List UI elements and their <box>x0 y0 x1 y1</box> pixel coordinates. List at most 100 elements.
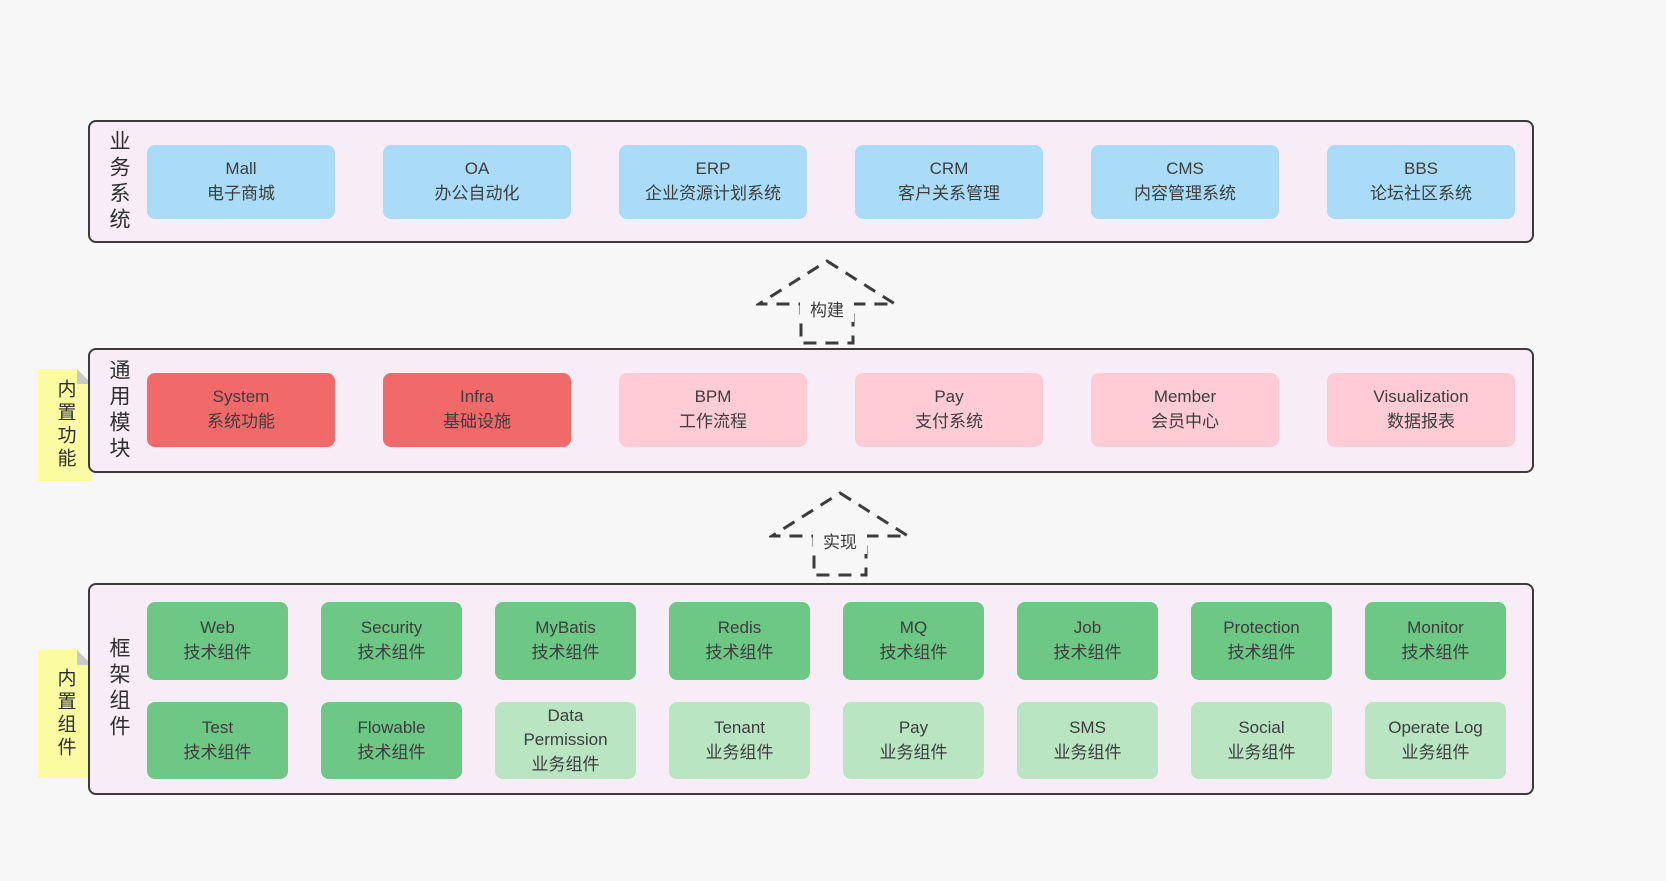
box-pay-component: Pay 业务组件 <box>843 702 984 779</box>
box-subtitle: 技术组件 <box>1401 643 1470 662</box>
implement-arrow: 实现 <box>769 491 911 577</box>
band-label-common-modules: 通用模块 <box>107 358 130 463</box>
box-title: ERP <box>695 159 731 179</box>
box-title: CMS <box>1166 159 1204 179</box>
box-title: Infra <box>459 387 495 407</box>
box-sms: SMS 业务组件 <box>1017 702 1158 779</box>
band-common-modules: 通用模块 System 系统功能 Infra 基础设施 BPM 工作流程 Pay… <box>88 348 1534 473</box>
box-subtitle: 客户关系管理 <box>898 184 1000 203</box>
box-title: Redis <box>717 618 762 638</box>
box-title: System <box>212 387 270 407</box>
box-visualization: Visualization 数据报表 <box>1327 373 1515 447</box>
box-operate-log: Operate Log 业务组件 <box>1365 702 1506 779</box>
box-title: Flowable <box>357 717 426 737</box>
box-title: Data Permission <box>523 705 608 750</box>
box-subtitle: 办公自动化 <box>434 184 520 203</box>
box-title: Operate Log <box>1388 717 1483 737</box>
box-job: Job 技术组件 <box>1017 602 1158 680</box>
sticky-note-builtin-features: 内置功能 <box>38 369 92 481</box>
box-crm: CRM 客户关系管理 <box>855 145 1043 219</box>
box-subtitle: 技术组件 <box>183 742 252 762</box>
box-protection: Protection 技术组件 <box>1191 602 1332 680</box>
box-infra: Infra 基础设施 <box>383 373 571 447</box>
box-subtitle: 技术组件 <box>1053 643 1122 662</box>
box-subtitle: 技术组件 <box>357 643 426 662</box>
sticky-note-label: 内置功能 <box>54 379 76 471</box>
box-title: Social <box>1238 717 1285 737</box>
sticky-note-label: 内置组件 <box>54 668 76 760</box>
box-subtitle: 企业资源计划系统 <box>645 184 781 203</box>
box-pay-module: Pay 支付系统 <box>855 373 1043 447</box>
box-title: Protection <box>1223 618 1300 638</box>
box-title: Job <box>1073 618 1102 638</box>
box-title: MQ <box>899 618 928 638</box>
box-flowable: Flowable 技术组件 <box>321 702 462 779</box>
box-title: Tenant <box>713 717 766 737</box>
box-title: Test <box>201 717 234 737</box>
box-subtitle: 技术组件 <box>357 742 426 762</box>
box-title: CRM <box>929 159 969 179</box>
box-erp: ERP 企业资源计划系统 <box>619 145 807 219</box>
box-tenant: Tenant 业务组件 <box>669 702 810 779</box>
box-title: Pay <box>934 387 964 407</box>
box-subtitle: 支付系统 <box>915 412 983 431</box>
box-title: BPM <box>694 387 732 407</box>
build-arrow: 构建 <box>756 259 898 345</box>
box-subtitle: 业务组件 <box>1401 742 1470 762</box>
box-subtitle: 内容管理系统 <box>1134 184 1236 203</box>
framework-boxes-row-2: Test 技术组件 Flowable 技术组件 Data Permission … <box>147 702 1506 779</box>
box-security: Security 技术组件 <box>321 602 462 680</box>
build-arrow-label-bg <box>800 298 854 322</box>
band-business-systems: 业务系统 Mall 电子商城 OA 办公自动化 ERP 企业资源计划系统 CRM… <box>88 120 1534 243</box>
box-subtitle: 会员中心 <box>1151 412 1219 431</box>
implement-arrow-label: 实现 <box>823 533 857 552</box>
box-title: Web <box>200 618 235 638</box>
box-monitor: Monitor 技术组件 <box>1365 602 1506 680</box>
box-mq: MQ 技术组件 <box>843 602 984 680</box>
box-bpm: BPM 工作流程 <box>619 373 807 447</box>
box-subtitle: 工作流程 <box>679 412 747 431</box>
box-mybatis: MyBatis 技术组件 <box>495 602 636 680</box>
box-subtitle: 技术组件 <box>1227 643 1296 662</box>
box-subtitle: 系统功能 <box>207 412 275 431</box>
implement-arrow-shape <box>769 491 911 577</box>
box-subtitle: 技术组件 <box>531 643 600 662</box>
framework-boxes-row-1: Web 技术组件 Security 技术组件 MyBatis 技术组件 Redi… <box>147 602 1506 680</box>
box-title: MyBatis <box>535 618 596 638</box>
sticky-note-builtin-components: 内置组件 <box>38 650 92 778</box>
box-subtitle: 业务组件 <box>1053 742 1122 762</box>
box-cms: CMS 内容管理系统 <box>1091 145 1279 219</box>
box-title: Monitor <box>1407 618 1464 638</box>
business-boxes-row: Mall 电子商城 OA 办公自动化 ERP 企业资源计划系统 CRM 客户关系… <box>147 145 1515 219</box>
box-subtitle: 技术组件 <box>879 643 948 662</box>
box-title: Security <box>360 618 423 638</box>
box-subtitle: 技术组件 <box>183 643 252 662</box>
box-oa: OA 办公自动化 <box>383 145 571 219</box>
box-data-permission: Data Permission 业务组件 <box>495 702 636 779</box>
box-system: System 系统功能 <box>147 373 335 447</box>
box-title: Pay <box>898 717 929 737</box>
box-subtitle: 电子商城 <box>207 184 275 203</box>
box-bbs: BBS 论坛社区系统 <box>1327 145 1515 219</box>
module-boxes-row: System 系统功能 Infra 基础设施 BPM 工作流程 Pay 支付系统… <box>147 373 1515 447</box>
box-subtitle: 论坛社区系统 <box>1370 184 1472 203</box>
build-arrow-shape <box>756 259 898 345</box>
build-arrow-label: 构建 <box>810 301 844 320</box>
box-subtitle: 技术组件 <box>705 643 774 662</box>
box-web: Web 技术组件 <box>147 602 288 680</box>
box-subtitle: 基础设施 <box>443 412 511 431</box>
box-subtitle: 业务组件 <box>531 754 600 774</box>
box-title: SMS <box>1069 717 1106 737</box>
box-subtitle: 业务组件 <box>879 742 948 762</box>
box-subtitle: 数据报表 <box>1387 412 1455 431</box>
box-title: BBS <box>1403 159 1439 179</box>
box-social: Social 业务组件 <box>1191 702 1332 779</box>
box-subtitle: 业务组件 <box>705 742 774 762</box>
box-test: Test 技术组件 <box>147 702 288 779</box>
box-member: Member 会员中心 <box>1091 373 1279 447</box>
band-label-framework-components: 框架组件 <box>107 637 130 741</box>
box-title: Member <box>1153 387 1217 407</box>
box-title: OA <box>464 159 490 179</box>
box-redis: Redis 技术组件 <box>669 602 810 680</box>
